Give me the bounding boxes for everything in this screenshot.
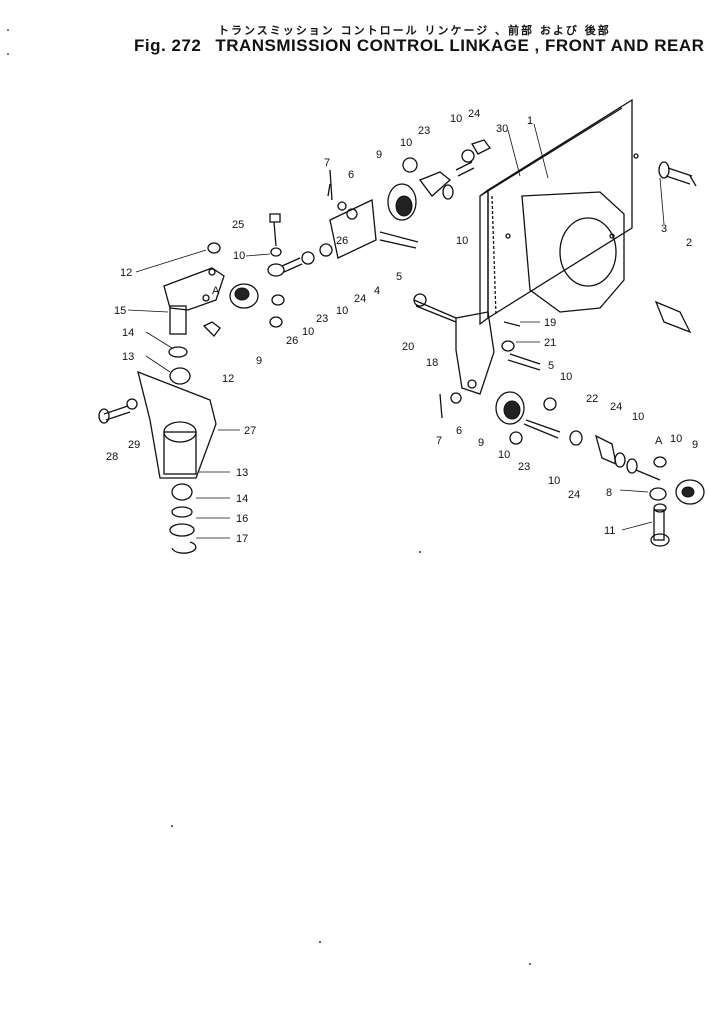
callout-9a: 9 [376,149,382,161]
ball-joint-23-upper [267,213,333,277]
callout-29: 29 [128,439,140,451]
callout-10b: 10 [450,113,462,125]
callout-20: 20 [402,341,414,353]
callout-9d: 9 [692,439,698,451]
callout-10g: 10 [560,371,572,383]
callout-27: 27 [244,425,256,437]
callout-19: 19 [544,317,556,329]
callout-13b: 13 [236,467,248,479]
callout-26a: 26 [286,335,298,347]
callout-18: 18 [426,357,438,369]
lever-part-15 [163,242,225,385]
callout-10f: 10 [302,326,314,338]
callout-labels: 1 2 3 4 5 5 6 6 7 7 8 9 9 9 9 10 10 10 1… [106,108,698,545]
bracket-part-4 [327,169,419,259]
callout-30: 30 [496,123,508,135]
callout-10c: 10 [456,235,468,247]
bracket-part-27 [98,370,217,554]
callout-25: 25 [232,219,244,231]
rod-end-9-left [229,283,285,328]
callout-11: 11 [604,525,615,537]
callout-10k: 10 [670,433,682,445]
callout-10h: 10 [498,449,510,461]
callout-5a: 5 [396,271,402,283]
callout-3: 3 [661,223,667,235]
callout-A2: A [655,435,663,447]
callout-7b: 7 [436,435,442,447]
callout-17: 17 [236,533,248,545]
callout-26b: 26 [336,235,348,247]
scan-specks [7,29,531,965]
subtitle-japanese: トランスミッション コントロール リンケージ 、前部 および 後部 [218,24,611,37]
mounting-plate-part-1 [479,98,639,326]
reference-arrow-icon [654,300,692,334]
callout-10j: 10 [632,411,644,423]
callout-8: 8 [606,487,612,499]
callout-1: 1 [527,115,533,127]
callout-12b: 12 [222,373,234,385]
bracket-part-18 [413,293,541,395]
callout-12a: 12 [120,267,132,279]
callout-7a: 7 [324,157,330,169]
rod-end-9-right [439,392,705,547]
figure-number: Fig. 272 [134,36,202,55]
callout-6b: 6 [456,425,462,437]
callout-4: 4 [374,285,380,297]
callout-16: 16 [236,513,248,525]
callout-28: 28 [106,451,118,463]
callout-24b: 24 [354,293,366,305]
callout-A1: A [212,285,220,297]
figure-title: Fig. 272 TRANSMISSION CONTROL LINKAGE , F… [134,36,709,56]
callout-21: 21 [544,337,556,349]
callout-9b: 9 [256,355,262,367]
callout-6a: 6 [348,169,354,181]
callout-10e: 10 [336,305,348,317]
leader-lines [127,123,665,539]
rod-end-9-lower [495,391,667,481]
callout-10i: 10 [548,475,560,487]
callout-24d: 24 [610,401,622,413]
callout-5b: 5 [548,360,554,372]
callout-23c: 23 [518,461,530,473]
callout-10a: 10 [400,137,412,149]
callout-9c: 9 [478,437,484,449]
callout-22: 22 [586,393,598,405]
callout-10d: 10 [233,250,245,262]
callout-14b: 14 [236,493,248,505]
callout-24a: 24 [468,108,480,120]
callout-13a: 13 [122,351,134,363]
figure-caption: TRANSMISSION CONTROL LINKAGE , FRONT AND… [215,36,705,55]
callout-15: 15 [114,305,126,317]
bolt-part-2 [658,161,697,187]
callout-23a: 23 [418,125,430,137]
callout-14a: 14 [122,327,134,339]
callout-23b: 23 [316,313,328,325]
upper-rod-end-assembly [387,139,491,221]
callout-2: 2 [686,237,692,249]
callout-24c: 24 [568,489,580,501]
